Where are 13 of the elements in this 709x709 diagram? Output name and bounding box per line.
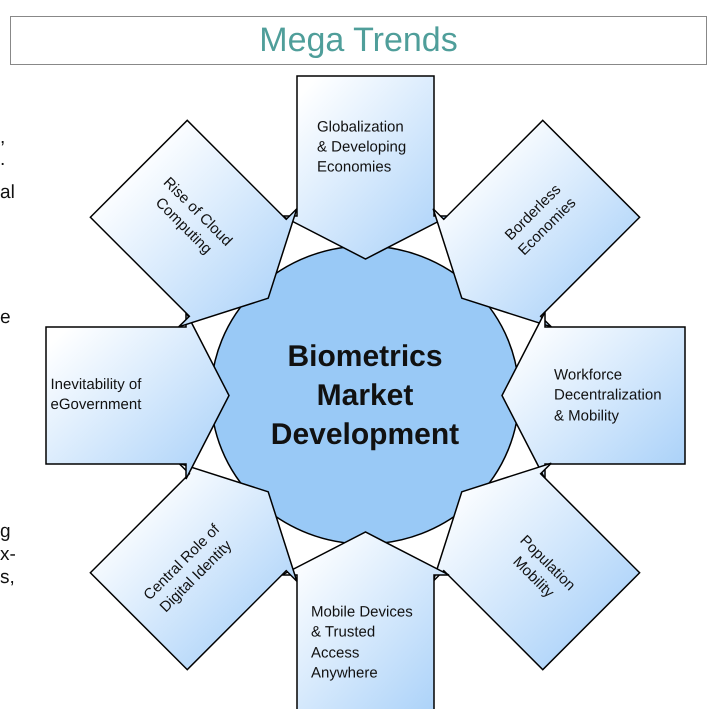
trend-label: Inevitability of eGovernment bbox=[50, 374, 142, 415]
text-fragment: , bbox=[0, 128, 6, 147]
text-fragment: s, bbox=[0, 568, 15, 587]
text-fragment: e bbox=[0, 308, 11, 327]
center-label: Biometrics Market Development bbox=[270, 338, 460, 452]
text-fragment: . bbox=[0, 150, 6, 169]
trend-label: Workforce Decentralization & Mobility bbox=[554, 364, 662, 426]
trend-label: Mobile Devices & Trusted Access Anywhere bbox=[311, 602, 414, 683]
text-fragment: al bbox=[0, 183, 15, 202]
text-fragment: g bbox=[0, 522, 11, 541]
title: Mega Trends bbox=[10, 16, 707, 65]
trend-label: Globalization & Developing Economies bbox=[317, 117, 408, 178]
text-fragment: x- bbox=[0, 545, 16, 564]
